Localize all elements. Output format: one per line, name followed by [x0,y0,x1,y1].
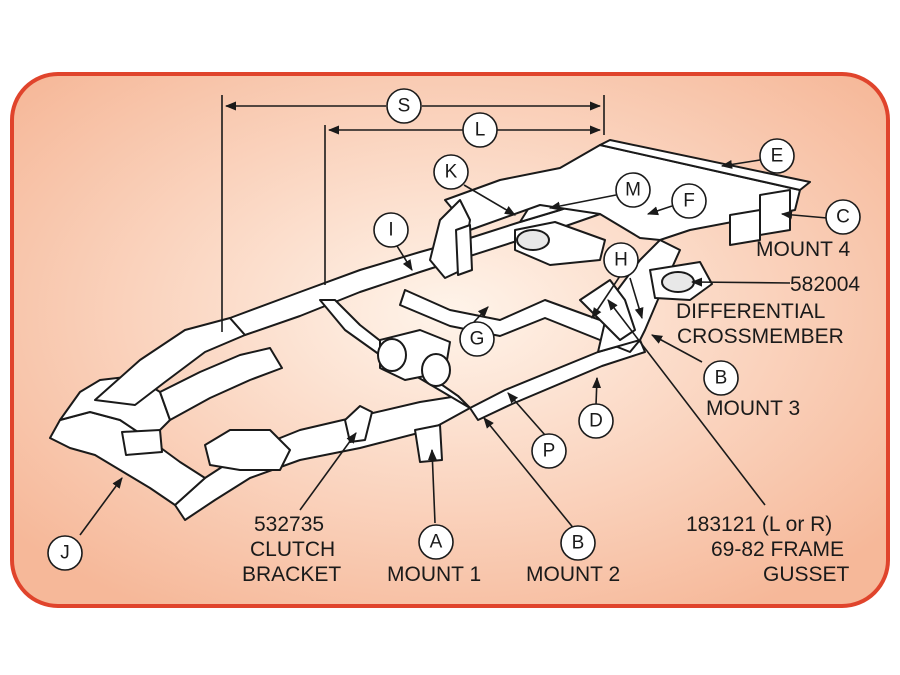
callout-f: F [671,183,707,219]
diff-part-number: 582004 [790,273,860,296]
callout-e-label: E [771,146,784,167]
gusset-label-line2: GUSSET [763,563,850,586]
callout-b-mount3: B [703,360,739,396]
callout-p: P [531,433,567,469]
callout-f-label: F [683,191,695,212]
callout-g: G [459,321,495,357]
leader-lines [79,159,828,536]
callout-b-mount2-label: B [572,533,585,554]
clutch-part-number: 532735 [254,513,324,536]
clutch-label-line2: BRACKET [242,563,341,586]
chassis-frame [49,139,811,521]
callout-s: S [386,88,422,124]
gusset-part-number: 183121 (L or R) [686,513,832,536]
callout-c-label: C [836,207,850,228]
clutch-label-line1: CLUTCH [250,538,335,561]
callout-i: I [373,212,409,248]
mount4-label: MOUNT 4 [756,238,850,261]
callout-m: M [615,172,651,208]
callout-i-label: I [388,220,393,241]
callout-k: K [433,154,469,190]
callout-b-mount2: B [560,525,596,561]
callout-l-label: L [475,120,486,141]
mount3-label: MOUNT 3 [706,397,800,420]
callout-j: J [47,535,83,571]
mount2-label: MOUNT 2 [526,563,620,586]
callout-j-label: J [60,543,70,564]
callout-c: C [825,199,861,235]
dimension-lines [221,95,605,332]
callout-d-label: D [589,411,603,432]
callout-g-label: G [470,329,485,350]
callout-m-label: M [625,180,641,201]
callout-k-label: K [445,162,458,183]
callout-a: A [418,524,454,560]
mount1-label: MOUNT 1 [387,563,481,586]
callout-a-label: A [430,532,443,553]
diff-label-line2: CROSSMEMBER [677,325,844,348]
callout-e: E [759,138,795,174]
callout-p-label: P [543,441,556,462]
diff-label-line1: DIFFERENTIAL [676,300,825,323]
callout-s-label: S [398,96,411,117]
gusset-label-line1: 69-82 FRAME [711,538,844,561]
callout-d: D [578,403,614,439]
callout-h: H [603,242,639,278]
callout-h-label: H [614,250,628,271]
callout-b-mount3-label: B [715,368,728,389]
callout-l: L [462,112,498,148]
